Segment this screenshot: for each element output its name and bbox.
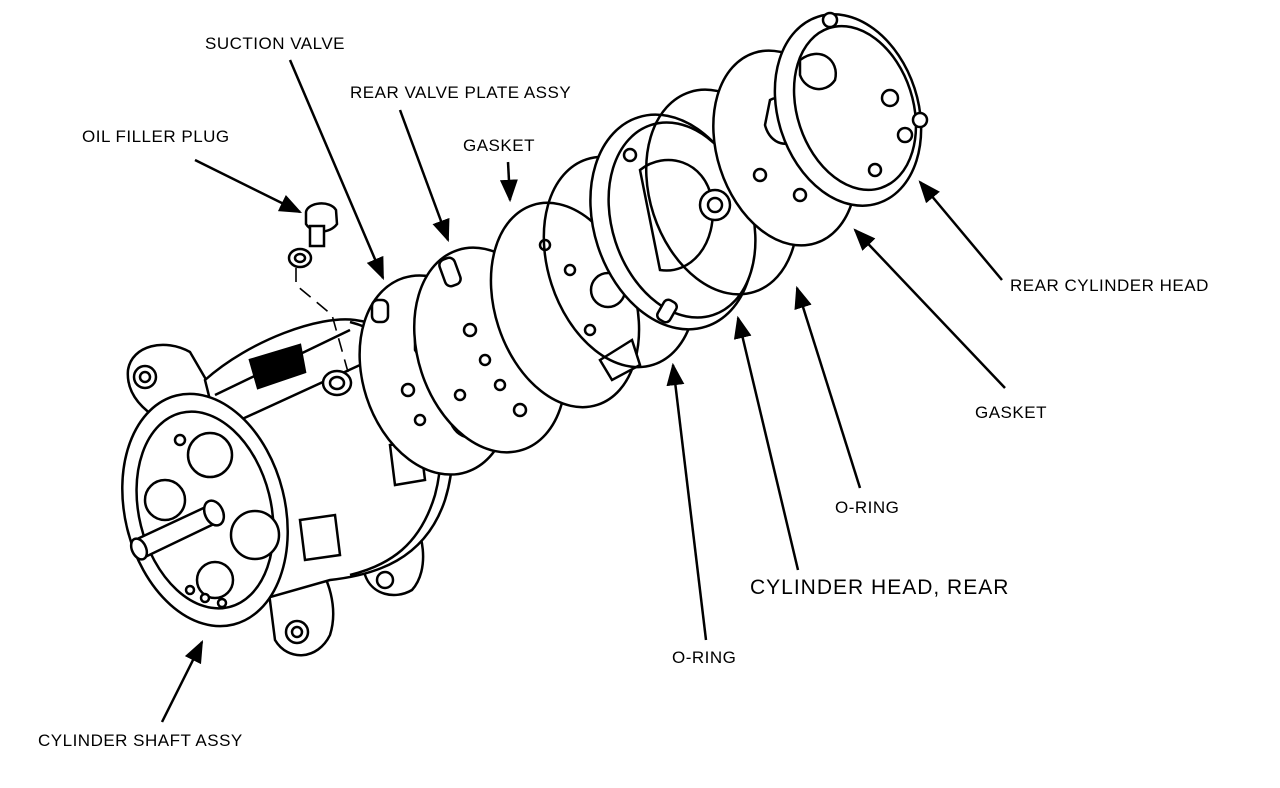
label-gasket-rear: GASKET bbox=[975, 403, 1047, 422]
label-gasket-front: GASKET bbox=[463, 136, 535, 155]
oil-filler-alignment-line bbox=[295, 268, 349, 373]
oil-filler-plug-part bbox=[287, 202, 339, 269]
label-o-ring-front: O-RING bbox=[672, 648, 737, 667]
label-rear-cylinder-head: REAR CYLINDER HEAD bbox=[1010, 276, 1209, 295]
arrow-o-ring-front bbox=[666, 362, 708, 641]
arrow-rear-valve-plate bbox=[398, 109, 450, 243]
rear-cylinder-head-part bbox=[773, 11, 929, 207]
arrow-gasket-rear bbox=[853, 228, 1006, 389]
leader-arrows bbox=[160, 59, 1006, 723]
label-cylinder-shaft-assy: CYLINDER SHAFT ASSY bbox=[38, 731, 243, 750]
label-oil-filler-plug: OIL FILLER PLUG bbox=[82, 127, 230, 146]
label-cylinder-head-rear: CYLINDER HEAD, REAR bbox=[750, 576, 1010, 599]
arrow-oil-filler-plug bbox=[194, 158, 303, 214]
arrow-cylinder-shaft-assy bbox=[160, 639, 204, 723]
label-o-ring-rear: O-RING bbox=[835, 498, 900, 517]
arrow-o-ring-rear bbox=[794, 285, 862, 489]
label-rear-valve-plate-assy: REAR VALVE PLATE ASSY bbox=[350, 83, 572, 102]
arrow-gasket-front bbox=[499, 161, 518, 203]
arrow-cylinder-head-rear bbox=[733, 315, 800, 571]
arrow-suction-valve bbox=[288, 59, 385, 281]
compressor-body bbox=[121, 318, 454, 657]
cylinder-head-rear-part bbox=[589, 113, 757, 331]
label-suction-valve: SUCTION VALVE bbox=[205, 34, 346, 53]
arrow-rear-cylinder-head bbox=[918, 180, 1003, 281]
